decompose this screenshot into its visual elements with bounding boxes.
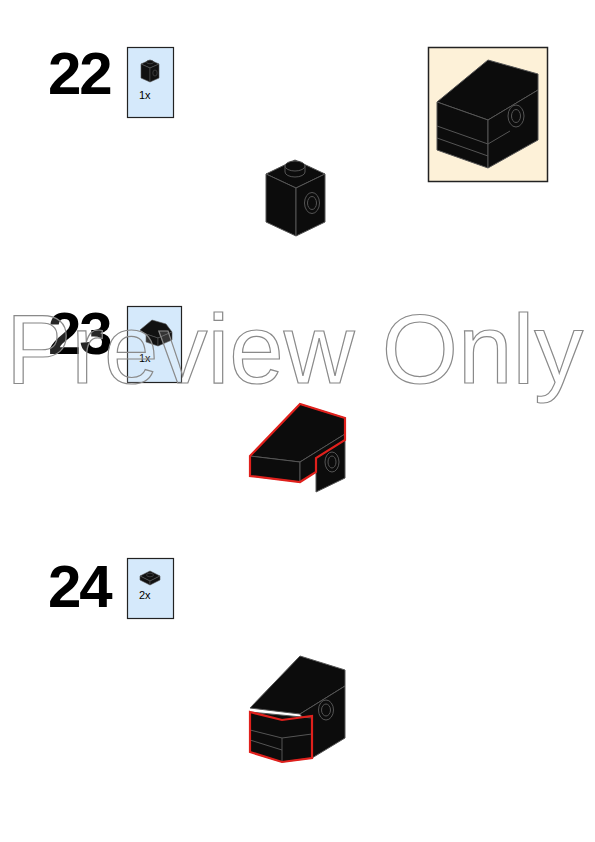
- assembly-preview: [429, 48, 548, 182]
- slope-step: [250, 404, 345, 492]
- parts-callout: [128, 48, 174, 118]
- step-number: 24: [48, 557, 111, 617]
- plate-icon: [140, 571, 160, 585]
- part-count: 1x: [139, 90, 151, 101]
- plates-step: [250, 656, 345, 762]
- parts-callout: [128, 559, 174, 619]
- part-count: 2x: [139, 590, 151, 601]
- assembly-model: [437, 60, 538, 168]
- brick-icon: [141, 60, 159, 82]
- step-number: 22: [48, 44, 111, 104]
- watermark: Preview Only: [6, 300, 583, 398]
- side-stud-brick: [266, 160, 325, 236]
